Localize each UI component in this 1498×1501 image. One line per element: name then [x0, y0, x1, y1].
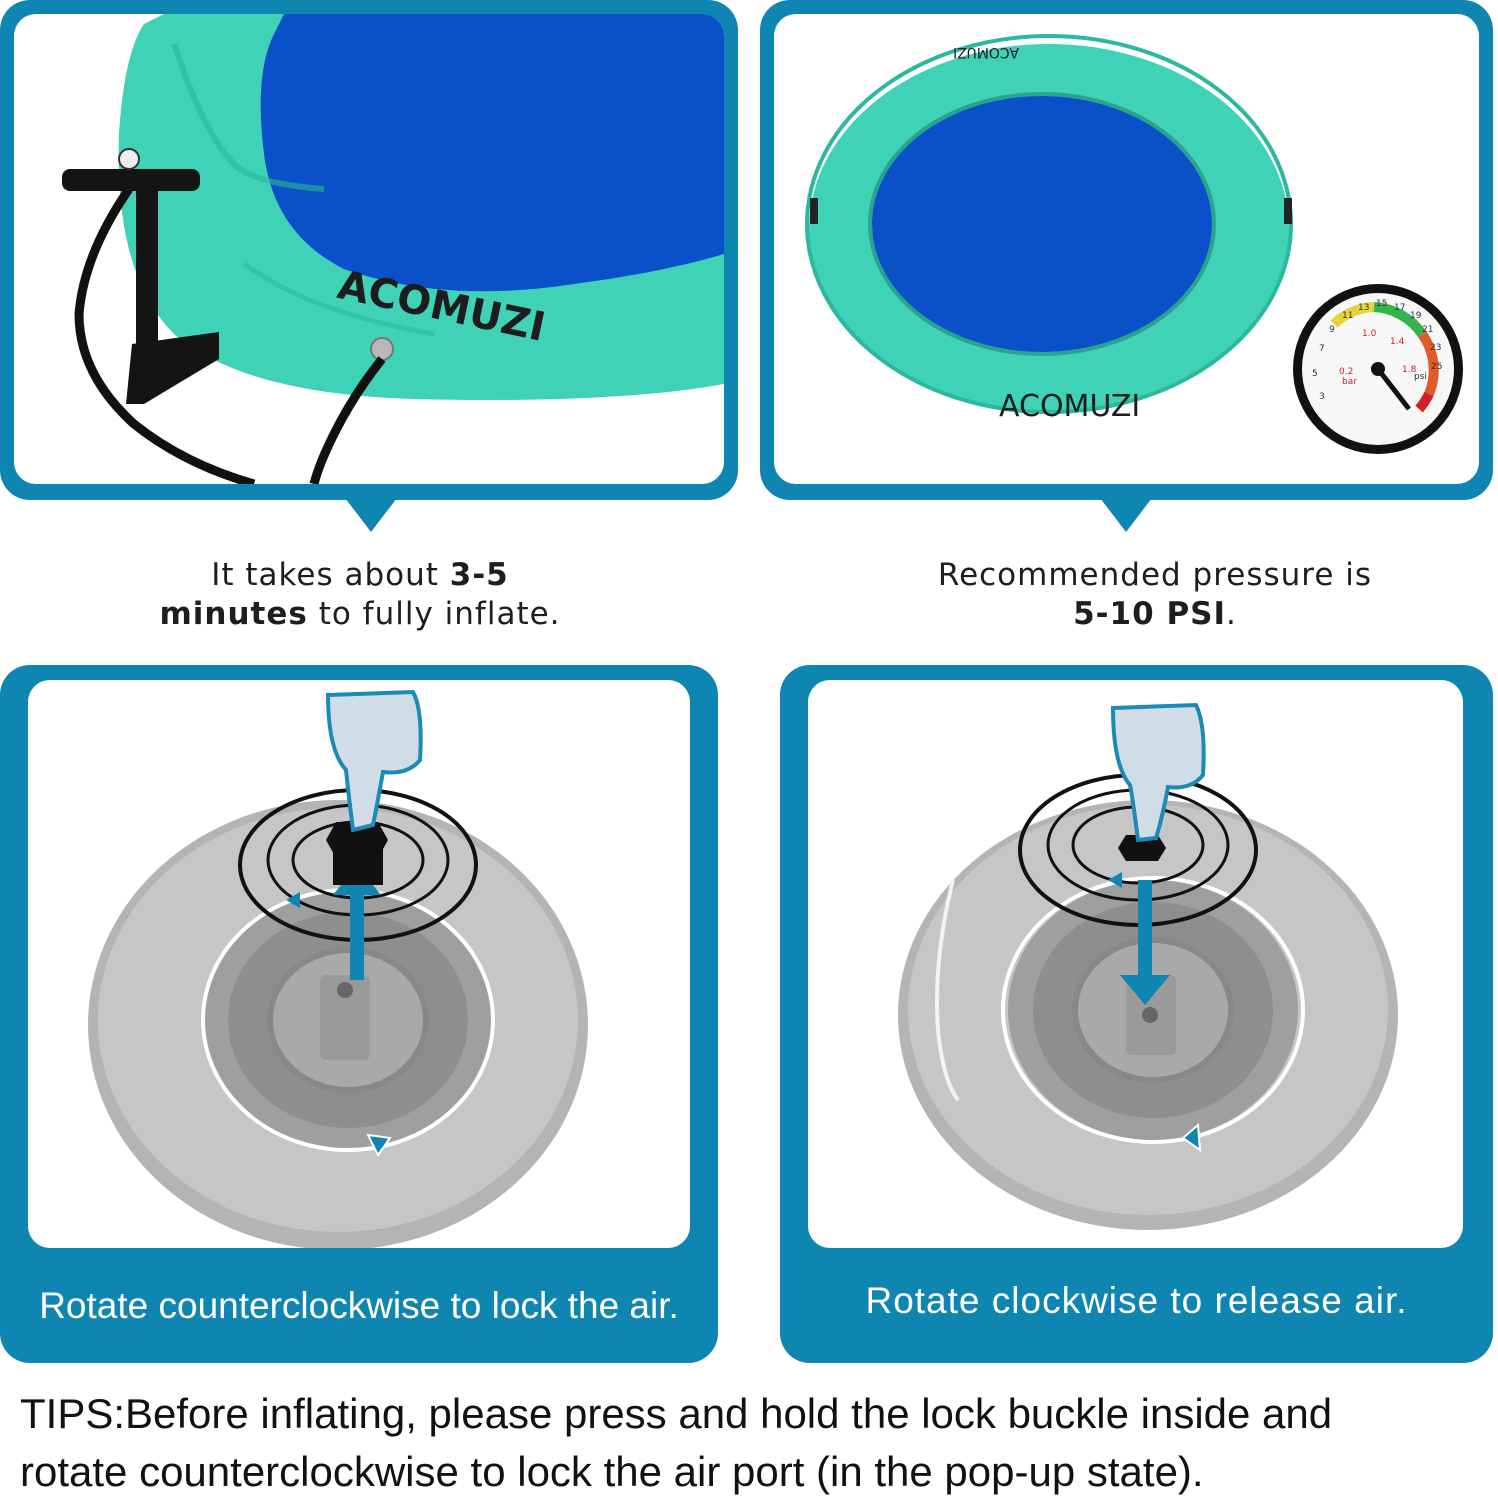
gauge-tick-19: 19 — [1410, 311, 1422, 321]
caption-recommended-pressure: Recommended pressure is 5-10 PSI. — [900, 556, 1410, 634]
air-valve-lock-illustration — [88, 689, 588, 1248]
thumb-press-icon — [325, 689, 423, 833]
pressure-gauge-icon: 3 5 7 9 11 13 15 17 19 21 23 25 0.2 1.0 … — [1293, 284, 1463, 454]
brand-logo-text-3: ACOMUZI — [953, 44, 1019, 60]
caption-inflate-bold-minutes: minutes — [159, 596, 308, 632]
arrow-up-icon — [350, 890, 364, 980]
gauge-tick-15: 15 — [1376, 299, 1387, 309]
gauge-bar-tick-1-4: 1.4 — [1390, 337, 1405, 347]
inflatable-with-pump-illustration: ACOMUZI — [62, 14, 724, 484]
valve-cord — [935, 879, 960, 1102]
panel-top-left-photo: ACOMUZI — [14, 14, 724, 484]
gauge-tick-23: 23 — [1430, 343, 1441, 353]
gauge-tick-3: 3 — [1319, 392, 1325, 402]
band-text-lock: Rotate counterclockwise to lock the air. — [39, 1285, 679, 1326]
gauge-tick-5: 5 — [1312, 369, 1318, 379]
air-valve-release-illustration — [898, 702, 1398, 1230]
gauge-tick-25: 25 — [1431, 362, 1442, 372]
callout-pointer-right — [1100, 498, 1152, 532]
gauge-bar-tick-1-8: 1.8 — [1402, 365, 1417, 375]
tips-text: TIPS:Before inflating, please press and … — [20, 1385, 1480, 1501]
caption-inflate-post: to fully inflate. — [307, 596, 561, 632]
gauge-bar-tick-1-0: 1.0 — [1362, 329, 1377, 339]
gauge-tick-11: 11 — [1342, 311, 1353, 321]
caption-inflate-pre: It takes about — [211, 557, 450, 593]
tips-line-2: rotate counterclockwise to lock the air … — [20, 1448, 1204, 1495]
pump-base — [126, 332, 219, 404]
caption-pressure-post: . — [1226, 596, 1237, 632]
gauge-unit-bar: bar — [1342, 377, 1357, 387]
pump-gauge-icon — [118, 148, 140, 170]
brand-logo-text-2: ACOMUZI — [999, 389, 1140, 424]
caption-inflate-bold-range: 3-5 — [449, 557, 509, 593]
panel-bottom-right-photo — [808, 680, 1463, 1248]
callout-pointer-left — [345, 498, 397, 532]
rotation-arrow-icon-2 — [1181, 1122, 1202, 1153]
rotation-arrow-icon — [366, 1133, 392, 1157]
rotation-ring-2 — [1001, 876, 1305, 1144]
thumb-press-icon-2 — [1110, 702, 1206, 843]
gauge-unit-psi: psi — [1414, 372, 1427, 382]
caption-pressure-bold: 5-10 PSI — [1073, 596, 1227, 632]
arrow-down-icon — [1138, 880, 1152, 980]
gauge-tick-13: 13 — [1358, 303, 1369, 313]
gauge-tick-17: 17 — [1394, 303, 1405, 313]
gauge-tick-7: 7 — [1319, 344, 1325, 354]
gauge-tick-21: 21 — [1422, 325, 1433, 335]
band-text-release: Rotate clockwise to release air. — [865, 1280, 1408, 1321]
panel-bottom-left-photo — [28, 680, 690, 1248]
gauge-tick-9: 9 — [1329, 325, 1335, 335]
panel-top-right-photo: ACOMUZI ACOMUZI 3 5 7 9 11 13 15 17 19 2… — [774, 14, 1479, 484]
inflatable-top-view-illustration: ACOMUZI ACOMUZI 3 5 7 9 11 13 15 17 19 2… — [805, 34, 1463, 454]
pump-handle — [62, 169, 200, 191]
caption-inflate-time: It takes about 3-5 minutes to fully infl… — [110, 556, 610, 634]
caption-pressure-pre: Recommended pressure is — [937, 557, 1373, 593]
tips-line-1: TIPS:Before inflating, please press and … — [20, 1390, 1333, 1437]
gauge-bar-tick-0-2: 0.2 — [1339, 367, 1353, 377]
